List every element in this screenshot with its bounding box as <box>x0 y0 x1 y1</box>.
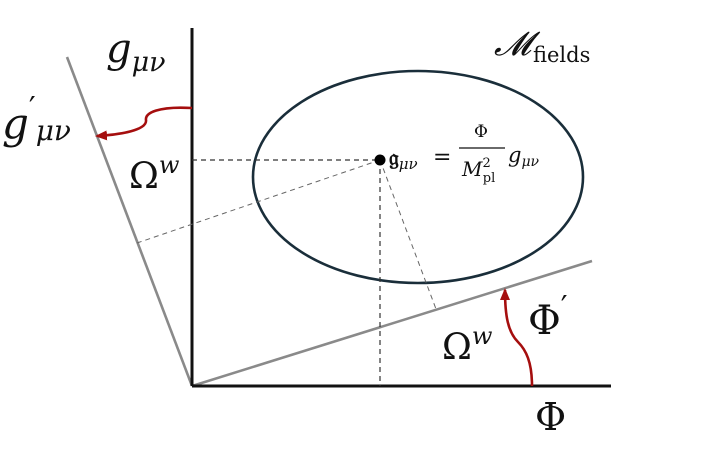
rotated-x-axis-label: Φ′ <box>528 290 568 344</box>
rotated-y-axis <box>65 56 194 387</box>
rotation-right-label-base: Ω <box>442 327 472 368</box>
y-axis-label-sub: μν <box>132 47 166 78</box>
point-label-equals: = <box>433 145 451 170</box>
rotated-y-axis-label-sub: μν <box>36 114 71 147</box>
rotated-x-axis <box>191 259 593 388</box>
rotation-left-label-sup: w <box>159 151 180 179</box>
rotation-left-label: Ωw <box>129 151 180 197</box>
point-label-numerator: Φ <box>474 122 488 142</box>
point-label-rhs-base: g <box>508 143 521 167</box>
rotation-right-label-sup: w <box>472 322 493 350</box>
y-axis-label-base: g <box>106 26 132 72</box>
rotation-arrow-left <box>95 106 193 141</box>
point-label-denominator-base: M <box>461 157 483 181</box>
rotated-x-axis-label-prime: ′ <box>561 290 568 325</box>
rotation-left-label-base: Ω <box>129 156 159 197</box>
projection-dashed-to-rotated-x-axis <box>379 159 437 310</box>
rotation-right-label: Ωw <box>442 322 493 368</box>
point-label-denominator-sup: 2 <box>482 156 490 171</box>
field-point <box>374 154 386 166</box>
rotated-y-axis-label-prime: ′ <box>29 91 36 126</box>
rotated-y-axis-label: g′μν <box>2 91 71 148</box>
rotated-y-axis-label-base: g <box>2 99 29 148</box>
projection-dashed-to-rotated-y-axis <box>136 159 381 244</box>
manifold-subscript: fields <box>533 43 590 67</box>
point-label-rhs: gμν <box>508 143 540 170</box>
manifold-label: 𝓜fields <box>494 24 590 67</box>
rotation-arrow-right <box>500 288 534 387</box>
point-label-rhs-sub: μν <box>521 154 539 170</box>
rotated-x-axis-label-base: Φ <box>528 298 561 344</box>
point-label-denominator-sub: pl <box>483 171 495 186</box>
point-label-lhs: 𝔤μν <box>389 145 418 173</box>
y-axis-label: gμν <box>106 26 166 78</box>
point-label-lhs-base: 𝔤 <box>389 145 399 171</box>
field-manifold-ellipse <box>251 69 585 285</box>
point-label-lhs-sub: μν <box>399 155 418 173</box>
x-axis-label: Φ <box>535 395 566 439</box>
